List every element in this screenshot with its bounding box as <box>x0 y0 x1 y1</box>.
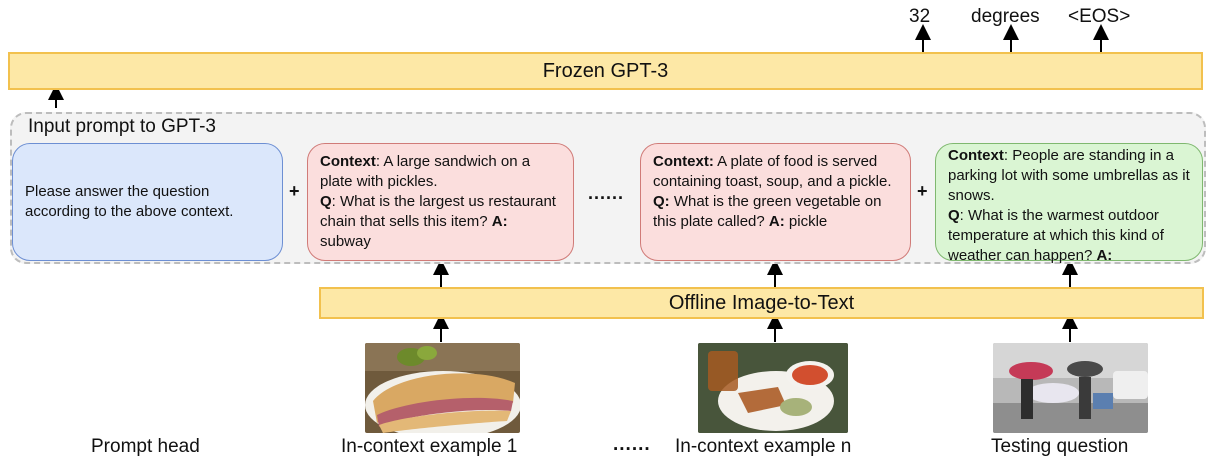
answer-text: pickle <box>784 213 828 230</box>
question-text: What is the warmest outdoor temperature … <box>948 207 1164 264</box>
caption-testing-question: Testing question <box>991 436 1129 457</box>
plus-sign-1: + <box>289 181 300 201</box>
frozen-gpt3-label: Frozen GPT-3 <box>542 59 669 82</box>
question-text: What is the green vegetable on this plat… <box>653 193 882 230</box>
output-token-degrees: degrees <box>971 6 1040 27</box>
question-text: What is the largest us restaurant chain … <box>320 193 556 230</box>
context-label: Context: <box>653 153 714 170</box>
question-label: Q <box>948 207 960 224</box>
frozen-gpt3-bar: Frozen GPT-3 <box>8 52 1203 90</box>
in-context-example-n-card: Context: A plate of food is served conta… <box>640 143 911 261</box>
context-text: People are standing in a parking lot wit… <box>948 147 1190 204</box>
answer-text: subway <box>320 233 371 250</box>
prompt-head-card: Please answer the question according to … <box>12 143 283 261</box>
output-token-32: 32 <box>909 6 931 27</box>
question-label: Q <box>320 193 332 210</box>
caption-prompt-head: Prompt head <box>91 436 200 457</box>
offline-image-to-text-bar: Offline Image-to-Text <box>319 287 1204 319</box>
caption-in-context-example-1: In-context example 1 <box>341 436 518 457</box>
plus-sign-2: + <box>917 181 928 201</box>
context-text: A large sandwich on a plate with pickles… <box>320 153 531 190</box>
offline-image-to-text-label: Offline Image-to-Text <box>668 291 855 314</box>
caption-ellipsis: ...... <box>613 434 651 455</box>
prompt-head-text: Please answer the question according to … <box>25 183 234 220</box>
output-token-eos: <EOS> <box>1068 6 1131 27</box>
answer-label: A: <box>1096 247 1113 264</box>
answer-label: A: <box>768 213 785 230</box>
context-label: Context <box>948 147 1004 164</box>
input-prompt-label: Input prompt to GPT-3 <box>28 116 216 137</box>
snowy-umbrellas-photo <box>993 343 1148 433</box>
ellipsis-cards: ...... <box>588 183 625 203</box>
context-text: A plate of food is served containing toa… <box>653 153 892 190</box>
answer-label: A: <box>491 213 508 230</box>
caption-in-context-example-n: In-context example n <box>675 436 852 457</box>
sandwich-photo <box>365 343 520 433</box>
testing-question-card: Context: People are standing in a parkin… <box>935 143 1203 264</box>
question-label: Q: <box>653 193 670 210</box>
context-label: Context <box>320 153 376 170</box>
in-context-example-1-card: Context: A large sandwich on a plate wit… <box>307 143 574 261</box>
food-plate-photo <box>698 343 848 433</box>
